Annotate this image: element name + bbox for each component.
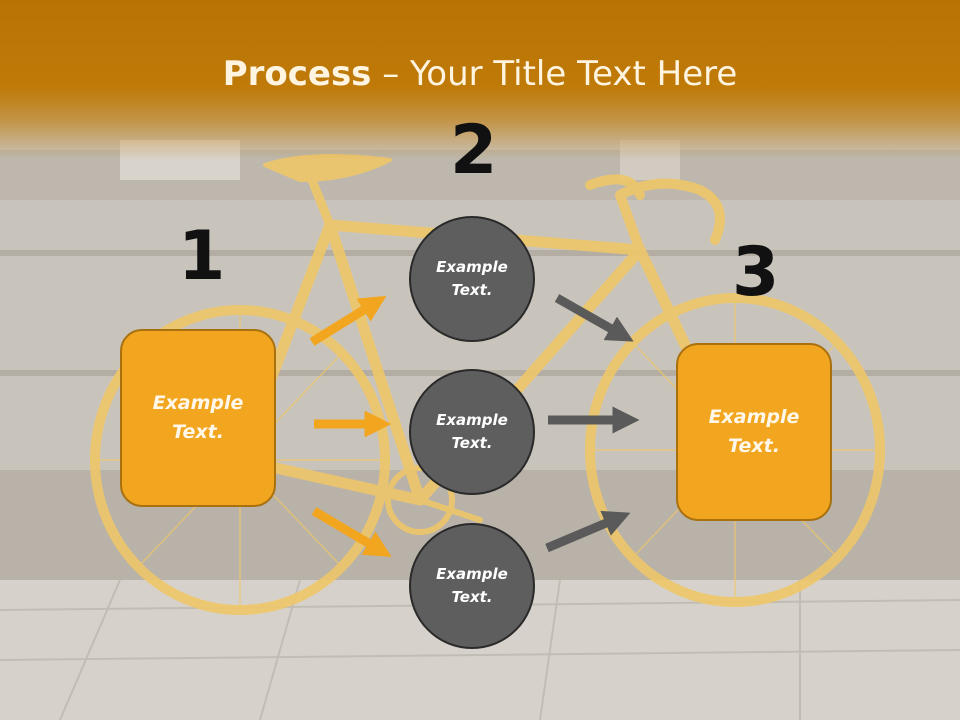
step-3-box-line2: Text. [728,435,780,457]
step-2-circle-top: Example Text. [409,216,535,342]
step-number-3: 3 [732,233,780,312]
arrow-circle-3-to-3 [545,510,631,553]
circle-middle-line1: Example [436,411,508,429]
step-3-box: Example Text. [676,343,832,521]
circle-middle-line2: Text. [451,434,493,452]
circle-bottom-line2: Text. [451,588,493,606]
slide-title: Process – Your Title Text Here [0,52,960,96]
header-band [0,0,960,160]
arrow-1-to-circle-1 [309,295,387,346]
step-number-2: 2 [450,111,498,190]
step-number-1: 1 [178,217,226,296]
step-2-circle-bottom: Example Text. [409,523,535,649]
arrow-1-to-circle-3 [311,507,392,557]
arrow-circle-1-to-3 [554,294,634,342]
step-1-box-text: Example Text. [153,389,244,447]
step-3-box-text: Example Text. [709,403,800,461]
title-rest: – Your Title Text Here [371,54,738,94]
circle-top-line2: Text. [451,281,493,299]
title-bold: Process [222,54,372,94]
step-1-box-line2: Text. [172,421,224,443]
circle-bottom-line1: Example [436,565,508,583]
step-2-circle-middle: Example Text. [409,369,535,495]
circle-top-line1: Example [436,258,508,276]
step-3-box-line1: Example [708,406,800,428]
step-1-box-line1: Example [152,392,244,414]
step-1-box: Example Text. [120,329,276,507]
